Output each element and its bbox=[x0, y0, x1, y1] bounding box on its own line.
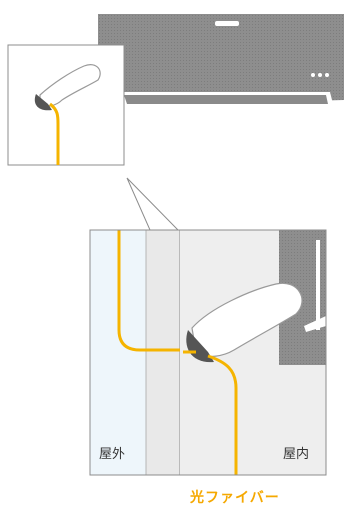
callout-pointer bbox=[126, 177, 180, 231]
indoor-label: 屋内 bbox=[283, 447, 310, 462]
air-conditioner-icon bbox=[98, 14, 344, 108]
wall-cross-section bbox=[89, 229, 327, 476]
inset-overview bbox=[7, 44, 125, 166]
fiber-label: 光ファイバー bbox=[190, 490, 280, 506]
outdoor-label: 屋外 bbox=[99, 447, 126, 462]
